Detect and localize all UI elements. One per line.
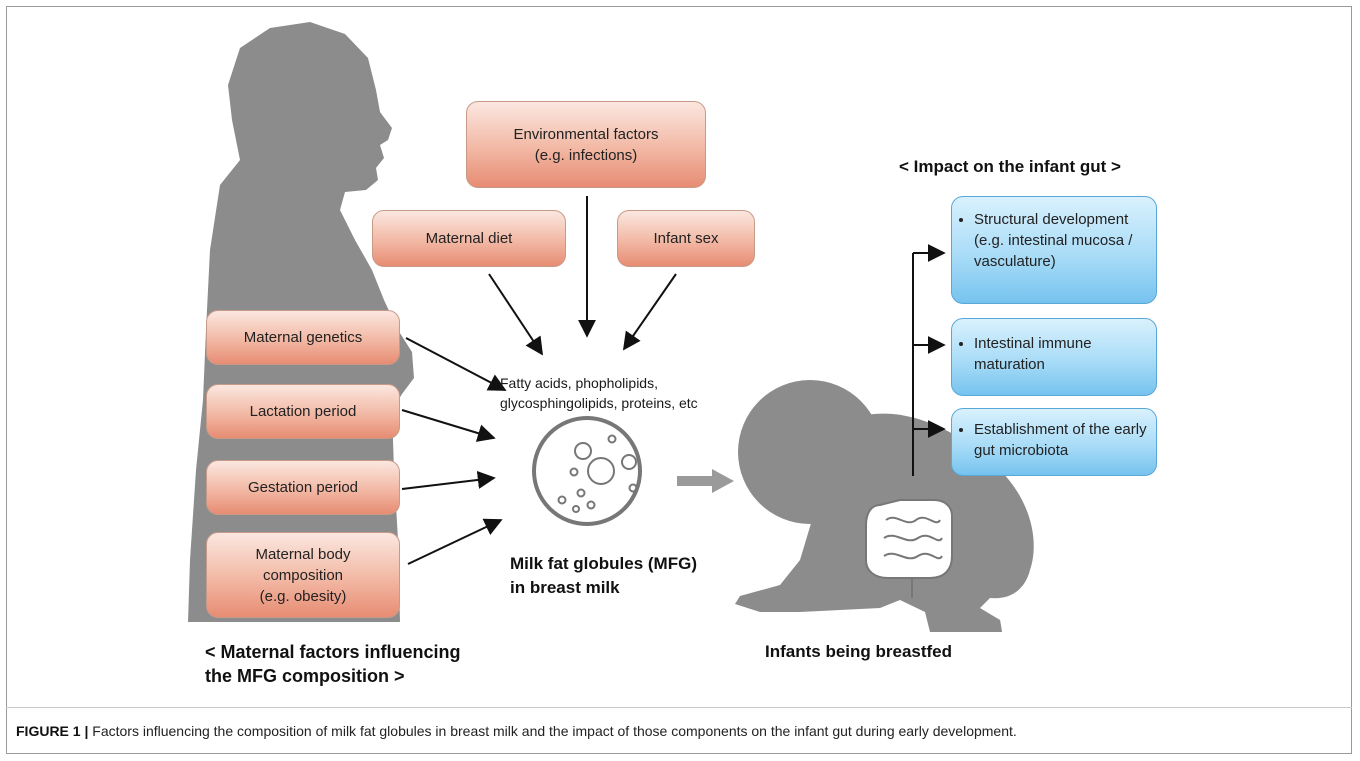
impact-microbiota-text: Establishment of the early gut microbiot… [974,419,1148,461]
maternal-genetics-label: Maternal genetics [243,329,363,346]
arrow-body-composition [407,518,503,565]
body-composition-line1: Maternal body [255,545,351,563]
arrow-gestation [401,470,496,490]
components-line2: glycosphingolipids, proteins, etc [500,395,698,411]
infant-sex-box: Infant sex [617,210,755,267]
impact-box-structural: Structural development (e.g. intestinal … [951,196,1157,304]
mfg-components-text: Fatty acids, phopholipids, glycosphingol… [500,373,760,413]
maternal-body-composition-box: Maternal body composition (e.g. obesity) [206,532,400,618]
infant-label: Infants being breastfed [765,642,953,661]
infant-sex-label: Infant sex [653,230,719,247]
environmental-factors-box: Environmental factors (e.g. infections) [466,101,706,188]
gestation-period-box: Gestation period [206,460,400,515]
components-line1: Fatty acids, phopholipids, [500,375,658,391]
arrow-genetics [405,337,507,391]
caption-divider [6,707,1352,708]
body-composition-line3: (e.g. obesity) [259,587,347,605]
environmental-factors-label: Environmental factors [513,125,659,143]
milk-fat-globule-icon [532,416,642,526]
maternal-genetics-box: Maternal genetics [206,310,400,365]
lactation-period-box: Lactation period [206,384,400,439]
figure-caption: FIGURE 1 | Factors influencing the compo… [16,722,1352,740]
impact-box-immune: Intestinal immune maturation [951,318,1157,396]
maternal-factors-heading: < Maternal factors influencing the MFG c… [205,640,545,688]
impact-box-microbiota: Establishment of the early gut microbiot… [951,408,1157,476]
environmental-factors-note: (e.g. infections) [534,146,638,164]
gestation-period-label: Gestation period [247,479,359,496]
maternal-diet-box: Maternal diet [372,210,566,267]
maternal-diet-label: Maternal diet [425,230,513,247]
body-composition-line2: composition [262,566,344,584]
arrow-diet [488,273,543,356]
mfg-label: Milk fat globules (MFG) in breast milk [510,552,770,600]
impact-immune-text: Intestinal immune maturation [974,333,1148,375]
arrow-lactation [401,409,496,442]
impact-structural-text: Structural development (e.g. intestinal … [974,209,1148,272]
intestine-icon [865,499,953,598]
maternal-heading-line1: < Maternal factors influencing [205,642,461,662]
impact-heading: < Impact on the infant gut > [899,157,1121,176]
figure-frame [6,6,1352,754]
arrow-mfg-to-infant [677,469,734,493]
mfg-label-line1: Milk fat globules (MFG) [510,554,697,573]
maternal-heading-line2: the MFG composition > [205,666,405,686]
mfg-label-line2: in breast milk [510,578,620,597]
arrow-infant-sex [622,273,677,351]
caption-label: FIGURE 1 | [16,723,89,739]
lactation-period-label: Lactation period [249,403,357,420]
caption-text: Factors influencing the composition of m… [88,723,1017,739]
